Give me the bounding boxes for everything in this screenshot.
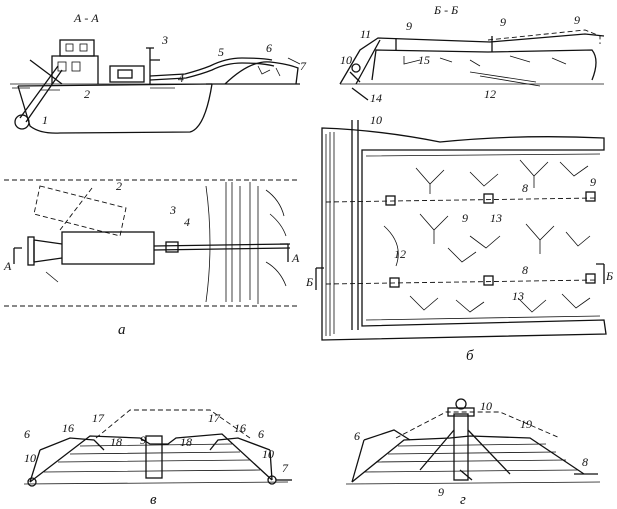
v-label-17b: 17 [208,411,221,425]
plan-label-2: 2 [116,179,122,193]
plan-label-12: 12 [394,247,406,261]
outlet [483,193,494,204]
plan-label-4: 4 [184,215,190,229]
floating-pipeline [153,243,291,251]
caption-g: г [460,492,466,508]
plan-label-3: 3 [169,203,176,217]
g-label-6: 6 [354,429,360,443]
section-mark-a-left: А [3,259,12,273]
distribution-line-lower [325,279,597,285]
section-mark-a-right: А [291,251,300,265]
mast [146,47,160,84]
outlet [389,277,400,288]
embankment-outline [29,433,273,483]
g-label-9: 9 [438,485,444,499]
plan-label-8b: 8 [522,263,528,277]
v-label-10b: 10 [262,447,274,461]
outlet [483,275,494,286]
spoil-bank [224,61,299,85]
channel-edges [4,179,300,307]
panel-a-section: А - А 1 2 3 4 5 6 7 [10,11,307,134]
b-label-9c: 9 [574,13,580,27]
drain-well [145,435,163,479]
b-label-12: 12 [484,87,496,101]
section-mark-b-left: Б [305,275,313,289]
pipe-10 [351,120,359,330]
fill-crest [339,33,605,85]
v-label-18a: 18 [110,435,122,449]
fill-body [371,49,597,81]
embankment-frame [321,127,607,341]
section-title-b-b: Б - Б [433,3,458,17]
g-label-8: 8 [582,455,588,469]
plan-label-9b: 9 [462,211,468,225]
fill-area [225,182,259,304]
v-label-17a: 17 [92,411,105,425]
outlet [585,191,596,202]
v-label-18b: 18 [180,435,192,449]
design-profile [95,409,251,439]
swung-position [33,185,127,237]
panel-a-plan: А А 2 3 4 а [3,179,300,338]
b-label-9b: 9 [500,15,506,29]
g-label-19: 19 [520,417,532,431]
b-label-14: 14 [370,91,382,105]
cutter-head [14,114,30,130]
plan-label-8a: 8 [522,181,528,195]
panel-b-section: Б - Б 11 9 9 9 10 15 14 12 [339,3,605,105]
v-label-6b: 6 [258,427,264,441]
plan-label-13b: 13 [512,289,524,303]
label-1: 1 [42,113,48,127]
v-label-6a: 6 [24,427,30,441]
panel-v-section: 6 16 17 18 9 18 17 16 6 10 10 7 в [23,409,292,508]
plan-label-13a: 13 [490,211,502,225]
b-label-15: 15 [418,53,430,67]
label-2: 2 [84,87,90,101]
design-profile-g [395,411,561,439]
dredge-plan [61,231,155,265]
label-5: 5 [218,45,224,59]
b-label-11: 11 [360,27,371,41]
b-label-9a: 9 [406,19,412,33]
v-label-16b: 16 [234,421,246,435]
panel-g-section: 6 10 19 8 9 г [345,398,601,508]
label-7: 7 [300,59,307,73]
caption-v: в [150,492,157,508]
dredge-hull [17,83,213,134]
v-label-7: 7 [282,461,289,475]
caption-a: а [118,322,126,338]
section-title-a-a: А - А [73,11,99,25]
outlet [585,273,596,284]
caption-b: б [466,348,474,364]
b-label-10: 10 [340,53,352,67]
v-label-10a: 10 [24,451,36,465]
discharge-pipe [149,57,273,77]
plan-label-9a: 9 [590,175,596,189]
label-3: 3 [161,33,168,47]
deckhouse [51,55,99,84]
label-6: 6 [266,41,272,55]
label-4: 4 [178,71,184,85]
central-pipe [453,413,469,481]
section-mark-b-right: Б [605,269,613,283]
suction-ladder [19,59,63,123]
outlet [385,195,396,206]
plan-label-10: 10 [370,113,382,127]
g-label-10: 10 [480,399,492,413]
v-label-9: 9 [140,433,146,447]
panel-b-plan: Б Б 10 8 9 9 13 12 8 13 б [305,113,613,364]
flow-arrows [383,159,591,313]
v-label-16a: 16 [62,421,74,435]
distribution-line-upper [325,197,597,203]
